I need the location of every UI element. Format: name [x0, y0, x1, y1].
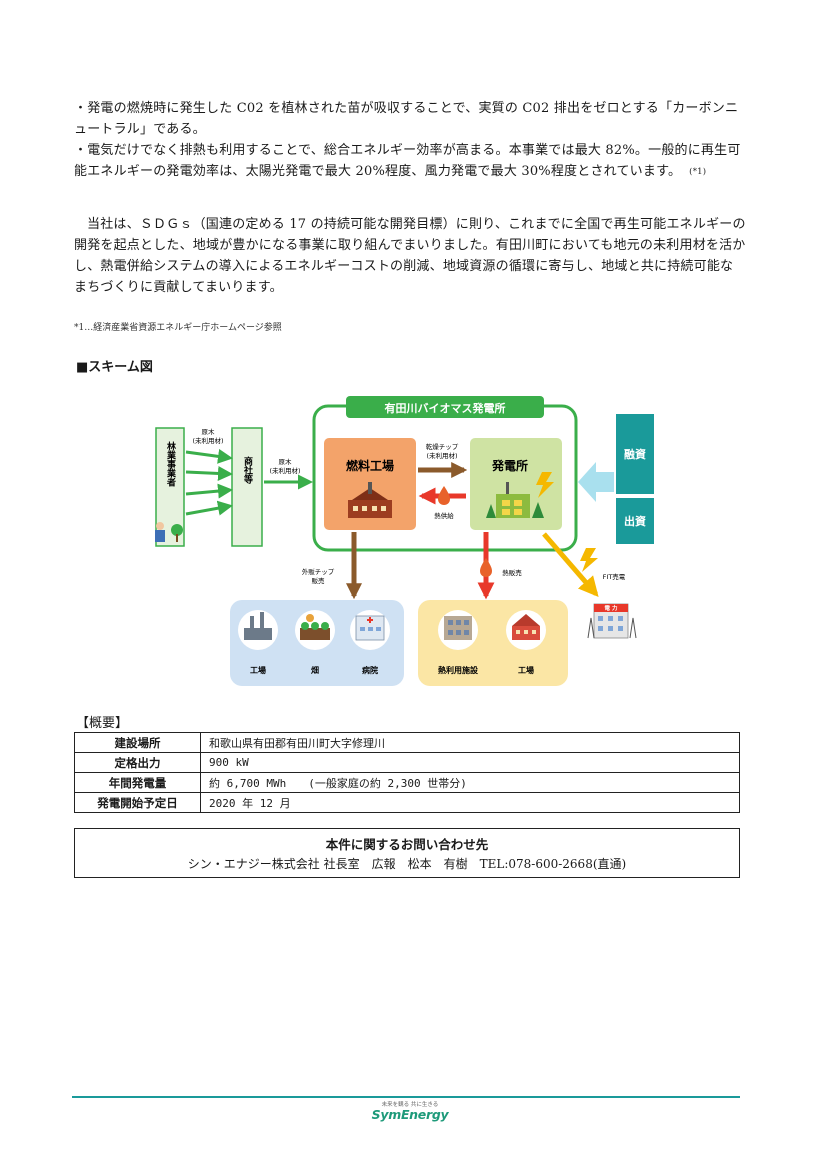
- row-key: 定格出力: [74, 752, 201, 773]
- heat-sales-drop-icon: [480, 558, 492, 577]
- scheme-diagram: 有田川バイオマス発電所 林業事業者 商社等 原木 (未利用材) 原木 (未利用材…: [155, 396, 654, 686]
- company-logo: 未来を観る 共に生きる SymEnergy: [368, 1100, 452, 1121]
- footnote: *1…経済産業省資源エネルギー庁ホームページ参照: [74, 323, 282, 333]
- row-value: 900 kW: [200, 752, 740, 773]
- bullet-efficiency: ・電気だけでなく排熱も利用することで、総合エネルギー効率が高まる。本事業では最大…: [74, 140, 746, 183]
- plant-title-tab: [346, 396, 544, 418]
- heat-facility-customer: [438, 610, 478, 650]
- investment-label: 出資: [624, 514, 646, 528]
- logo-tagline: 未来を観る 共に生きる: [381, 1102, 439, 1108]
- factory-customer: [238, 610, 278, 650]
- row-key: 年間発電量: [74, 772, 201, 793]
- row-value: 和歌山県有田郡有田川町大字修理川: [200, 732, 740, 753]
- row-key: 建設場所: [74, 732, 201, 753]
- utility-building-icon: [587, 603, 637, 639]
- bullet-carbon-neutral: ・発電の燃焼時に発生した C02 を植林された苗が吸収することで、実質の C02…: [74, 101, 739, 137]
- contact-title: 本件に関するお問い合わせ先: [325, 837, 489, 852]
- company-statement: 当社は、ＳＤＧｓ（国連の定める 17 の持続可能な開発目標）に則り、これまでに全…: [74, 217, 746, 295]
- left-group-label-0: 工場: [250, 665, 266, 675]
- overview-label: 【概要】: [76, 716, 129, 731]
- overview-table: 建設場所 和歌山県有田郡有田川町大字修理川 定格出力 900 kW 年間発電量 …: [74, 732, 740, 813]
- fit-lightning-icon: [580, 548, 598, 572]
- finance-arrow: [578, 462, 614, 502]
- factory-icon: [348, 482, 392, 518]
- row-value: 2020 年 12 月: [200, 792, 740, 813]
- left-group-label-2: 病院: [362, 665, 378, 675]
- utility-sign: 電 力: [605, 604, 618, 612]
- table-row: 定格出力 900 kW: [74, 752, 740, 773]
- heat-drop-icon: [438, 486, 450, 505]
- tree-icon: [171, 524, 183, 542]
- row-value: 約 6,700 MWh (一般家庭の約 2,300 世帯分): [200, 772, 740, 793]
- finance-box: [616, 414, 654, 494]
- power-station-label: 発電所: [491, 458, 528, 473]
- factory-heat-customer: [506, 610, 546, 650]
- logo-brand: SymEnergy: [371, 1107, 449, 1122]
- heat-supply-label: 熱供給: [434, 511, 454, 520]
- contact-details: シン・エナジー株式会社 社長室 広報 松本 有樹 TEL:078-600-266…: [187, 857, 627, 871]
- footer-rule: [72, 1096, 740, 1098]
- person-icon: [155, 522, 165, 542]
- chip-sales-label-1: 外販チップ: [302, 567, 335, 576]
- fuel-plant-label: 燃料工場: [346, 458, 394, 473]
- hospital-customer: [350, 610, 390, 650]
- table-row: 発電開始予定日 2020 年 12 月: [74, 792, 740, 813]
- investment-box: [616, 498, 654, 544]
- left-group-label-1: 畑: [310, 665, 319, 675]
- bullet-efficiency-text: ・電気だけでなく排熱も利用することで、総合エネルギー効率が高まる。本事業では最大…: [74, 143, 741, 179]
- fit-label: FIT売電: [603, 572, 626, 581]
- power-plant-icon: [486, 482, 544, 518]
- heat-sales-label: 熱販売: [502, 568, 522, 577]
- footnote-reference: (*1): [689, 167, 707, 177]
- log-label-1: 原木: [202, 427, 216, 436]
- log-label-2: 原木: [279, 457, 293, 466]
- finance-label: 融資: [624, 447, 646, 461]
- row-key: 発電開始予定日: [74, 792, 201, 813]
- farm-customer: [295, 610, 335, 650]
- table-row: 年間発電量 約 6,700 MWh (一般家庭の約 2,300 世帯分): [74, 772, 740, 793]
- trading-label: 商社等: [242, 455, 254, 484]
- right-group-label-1: 工場: [518, 665, 534, 675]
- scheme-heading: ■スキーム図: [76, 360, 153, 375]
- contact-box: 本件に関するお問い合わせ先 シン・エナジー株式会社 社長室 広報 松本 有樹 T…: [74, 828, 740, 878]
- forestry-label: 林業事業者: [165, 440, 177, 487]
- plant-title: 有田川バイオマス発電所: [385, 401, 506, 415]
- lightning-icon: [536, 472, 554, 498]
- chip-sales-label-2: 販売: [312, 576, 326, 585]
- trading-box: [231, 427, 263, 547]
- right-group-label-0: 熱利用施設: [438, 665, 479, 675]
- log-label-1-sub: (未利用材): [192, 436, 223, 445]
- table-row: 建設場所 和歌山県有田郡有田川町大字修理川: [74, 732, 740, 753]
- dry-chip-sub: (未利用材): [426, 451, 457, 460]
- dry-chip-label: 乾燥チップ: [426, 442, 459, 451]
- log-label-2-sub: (未利用材): [269, 466, 300, 475]
